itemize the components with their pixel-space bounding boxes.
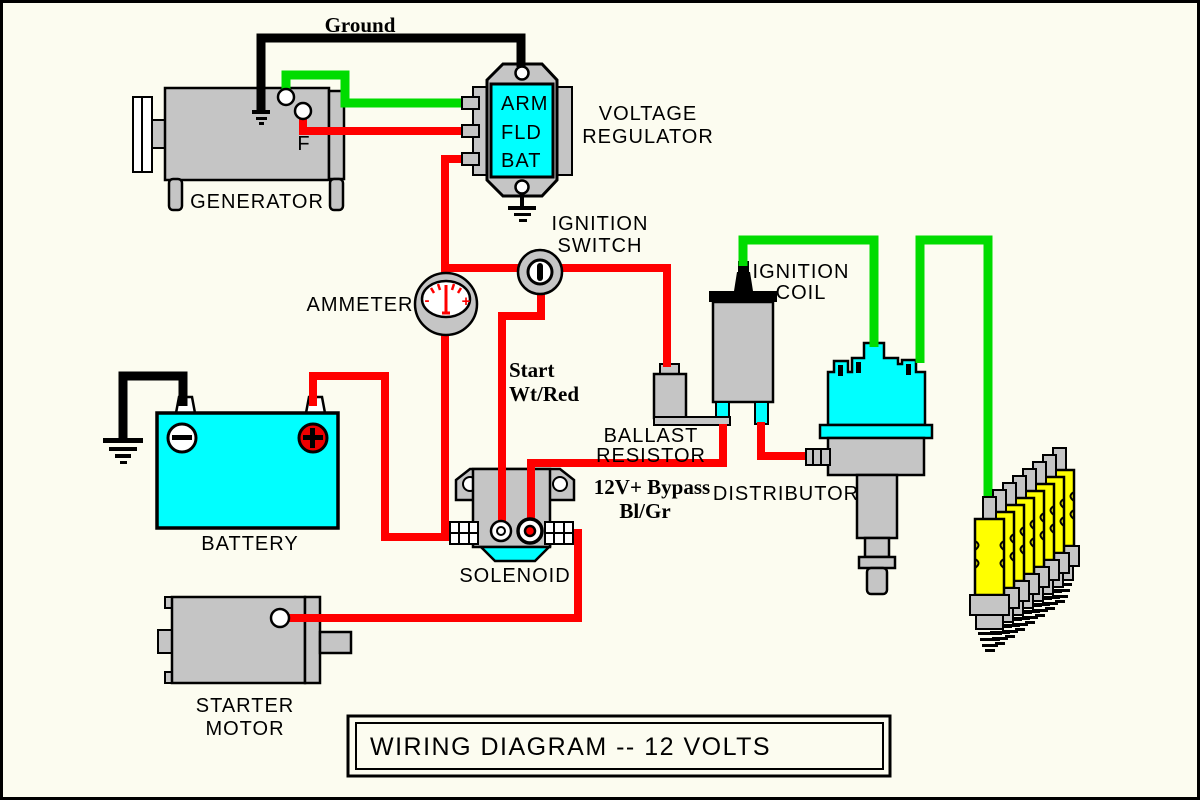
start-wire-label-2: Wt/Red [509, 382, 579, 406]
ballast-resistor-label-2: RESISTOR [596, 445, 706, 467]
solenoid-label: SOLENOID [459, 565, 570, 587]
diagram-title: WIRING DIAGRAM -- 12 VOLTS [370, 733, 771, 761]
generator-label: GENERATOR [190, 191, 324, 213]
ground-symbol-generator [252, 110, 270, 125]
start-wire-label-1: Start [509, 358, 555, 382]
wire-start [498, 288, 545, 528]
generator-field-terminal [293, 101, 313, 121]
ignition-switch-label-2: SWITCH [558, 235, 643, 257]
ammeter-plus-mark: + [462, 293, 471, 310]
battery [155, 395, 340, 530]
bypass-wire-label-1: 12V+ Bypass [594, 475, 710, 499]
ballast-resistor-label-1: BALLAST [604, 425, 699, 447]
ground-wires [118, 33, 526, 440]
generator-foot [167, 177, 184, 212]
spark-plug [968, 495, 1011, 654]
solenoid-base [477, 545, 553, 563]
generator-armature-terminal [276, 87, 296, 107]
coil-tower [734, 272, 753, 291]
solenoid-left-lug [449, 521, 479, 545]
ammeter-minus-mark: - [425, 292, 430, 309]
coil-terminal-pos [754, 401, 769, 425]
ballast-body [652, 372, 688, 420]
wire-coil-distributor [738, 235, 879, 347]
ammeter-gauge: - + [413, 271, 479, 337]
wire-battery-negative-ground [118, 371, 188, 440]
wire-battery-solenoid [309, 372, 453, 541]
regulator-bat-label: BAT [501, 150, 541, 172]
voltage-regulator-label-1: VOLTAGE [599, 103, 698, 125]
starter-terminal [269, 607, 291, 629]
regulator-fld-label: FLD [501, 122, 542, 144]
solenoid-right-lug [544, 521, 574, 545]
ignition-coil-label-2: COIL [776, 282, 827, 304]
regulator-panel [489, 82, 555, 179]
wire-switch-ballast [441, 264, 671, 367]
generator-f-label: F [297, 133, 310, 155]
ballast-strap [653, 416, 731, 426]
ground-wire-label: Ground [325, 13, 396, 37]
key-slot [537, 263, 543, 281]
starter-shaft [318, 630, 353, 655]
distributor-body [826, 436, 926, 477]
distributor-collar [818, 423, 934, 440]
distributor-label: DISTRIBUTOR [713, 483, 859, 505]
title-box: WIRING DIAGRAM -- 12 VOLTS [346, 714, 892, 778]
ammeter-label: AMMETER [307, 294, 414, 316]
regulator-arm-label: ARM [501, 93, 548, 115]
ground-symbol-regulator [508, 193, 536, 222]
generator-pulley [132, 96, 143, 173]
battery-label: BATTERY [201, 533, 298, 555]
generator-foot [328, 177, 345, 212]
solenoid-terminals [449, 517, 574, 545]
ignition-coil-label-1: IGNITION [753, 261, 850, 283]
ignition-switch [516, 248, 564, 296]
ground-symbol-battery [103, 438, 143, 464]
solenoid [454, 467, 576, 563]
distributor [818, 341, 934, 596]
wire-bypass [527, 424, 727, 528]
starter-motor-label-1: STARTER [196, 695, 295, 717]
distributor-points-terminal [805, 448, 831, 466]
voltage-regulator-label-2: REGULATOR [582, 126, 714, 148]
bypass-wire-label-2: Bl/Gr [619, 499, 670, 523]
ballast-resistor [652, 363, 731, 426]
wire-coil-distributor-points [757, 422, 812, 460]
wire-distributor-sparkplug [915, 235, 993, 501]
ignition-switch-label-1: IGNITION [552, 213, 649, 235]
starter-motor-label-2: MOTOR [205, 718, 284, 740]
wire-generator-arm [281, 70, 470, 108]
distributor-cap [826, 341, 927, 427]
distributor-shaft [855, 473, 899, 540]
wire-ground-generator-regulator [256, 33, 526, 112]
green-wires [281, 70, 993, 501]
regulator-terminals-screws [461, 65, 530, 195]
coil-body [711, 300, 775, 404]
